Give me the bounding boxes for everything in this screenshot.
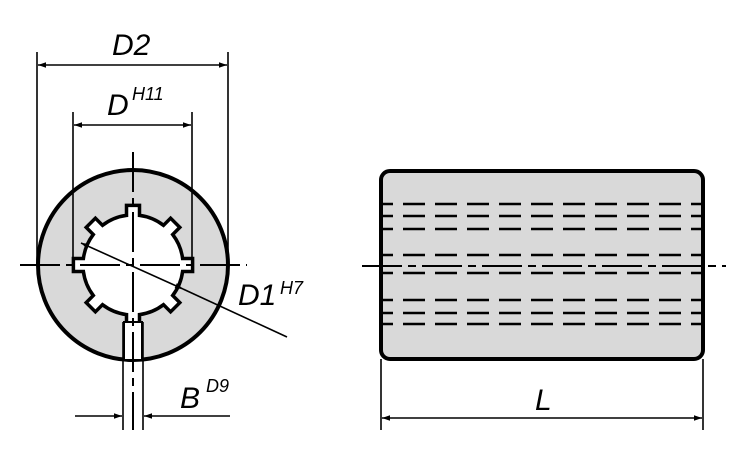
b-tolerance: D9	[206, 376, 229, 396]
d1-tolerance: H7	[280, 278, 304, 298]
side-view: L	[362, 169, 726, 430]
d1-leader-line	[182, 288, 288, 338]
d1-dimension-line	[80, 242, 184, 290]
l-label: L	[535, 384, 552, 417]
d-label: D	[107, 89, 129, 122]
d-tolerance: H11	[132, 84, 164, 104]
b-label: B	[180, 382, 200, 415]
d1-label: D1	[238, 279, 276, 312]
hidden-lines	[383, 202, 701, 326]
front-view: D2 D H11 D1 H7 B D9	[20, 29, 304, 430]
d2-label: D2	[112, 29, 151, 62]
